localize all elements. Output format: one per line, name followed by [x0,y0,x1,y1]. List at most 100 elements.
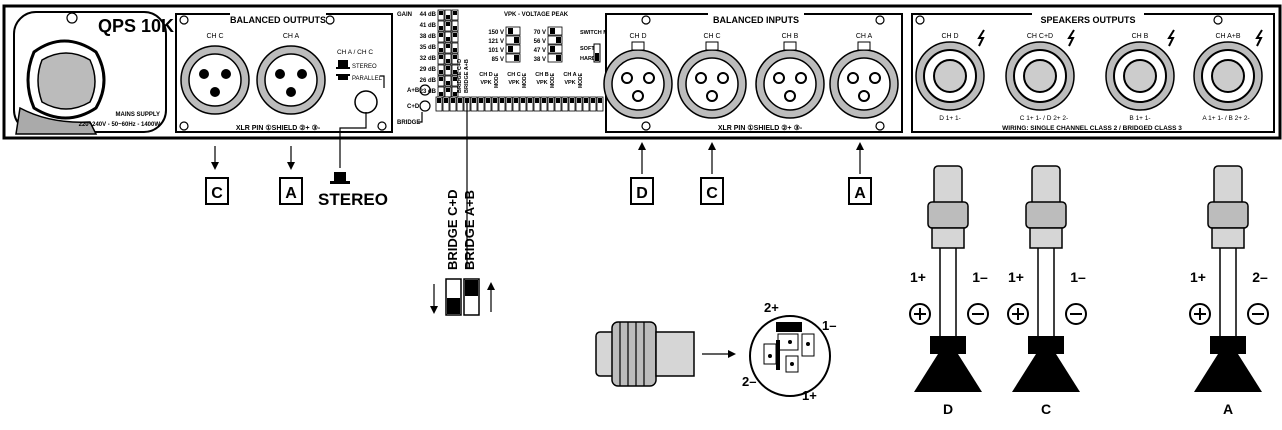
gain-dip-knob [453,33,457,37]
speaker-label: D [943,401,953,417]
dip-row-cell [526,96,534,112]
xlr-pin [643,72,655,84]
vpk-switch-2[interactable] [547,26,563,63]
spk-ch-cd-label: CH C+D [1027,33,1053,40]
callout-in-c: C [706,185,718,202]
vpk-c2-3: 47 V [534,48,546,54]
callout-in-d-box [630,177,654,205]
dip-row-knob [542,98,546,103]
pin-1plus: 1+ [802,388,817,403]
gain-dip-knob [446,66,450,70]
gain-dip-knob [453,26,457,30]
speaker-neg-label: 1– [972,269,988,285]
xlr-output-a[interactable] [256,45,326,115]
xlr-pin [858,90,870,102]
dip-row-knob [500,98,504,103]
gain-dip-knob [439,55,443,59]
dip-row-cell [442,96,450,112]
speaker-magnet [930,336,966,354]
dip-row-knob [444,98,448,103]
vpk-section: VPK - VOLTAGE PEAK 150 V 121 V 101 V 85 … [435,12,620,112]
dip-row-knob [563,98,567,103]
speaker-pos-label: 1+ [910,269,926,285]
mains-section: QPS 10K MAINS SUPPLY 220~240V - 50~60Hz … [13,11,174,135]
dip-row-cell [575,96,583,112]
vpk-dip-cell [547,35,563,45]
dip-row-knob [528,98,532,103]
callout-in-c-box [700,177,724,205]
dip-row-knob [479,98,483,103]
in-ch-d-label: CH D [629,33,646,40]
lightning-icon [1067,29,1075,47]
speakon-core [933,59,967,93]
speakon-outputs[interactable] [915,29,1263,111]
callout-out-c: C [211,185,223,202]
vpk-dip-knob [556,55,561,61]
dip-row-knob [549,98,553,103]
dip-row-knob [570,98,574,103]
dip-row-knob [598,98,602,103]
vpk-c2-2: 56 V [534,39,546,45]
speaker-cone-icon [1012,354,1080,392]
speakon-core [1211,59,1245,93]
dip-row-cell [498,96,506,112]
dip-row-knob [591,98,595,103]
stereo-switch-icon [334,172,346,181]
mains-spec: 220~240V - 50~60Hz - 1400W [79,122,161,128]
xlr-input-face [685,57,739,111]
xlr-pin [621,72,633,84]
callout-in-d: D [636,185,648,202]
gain-dip-knob [439,48,443,52]
gain-dip-knob [446,37,450,41]
vpk-dip-row[interactable] [435,96,604,112]
dip-row-cell [519,96,527,112]
speaker-pos-label: 1+ [1008,269,1024,285]
speaker-cable [939,248,957,336]
xlr-pin [695,72,707,84]
xlr-output-c[interactable] [180,45,250,115]
lightning-icon [977,29,985,47]
speaker-neg-label: 1– [1070,269,1086,285]
vpk-channel-vpk: VPK [508,80,519,86]
dip-row-knob [577,98,581,103]
vpk-channel-vpk: VPK [564,80,575,86]
speakon-core [1023,59,1057,93]
vpk-c1-3: 101 V [488,48,504,54]
dip-row-cell [456,96,464,112]
vpk-channel-mode: MODE [550,72,556,88]
xlr-pin [795,72,807,84]
callout-out-a: A [285,185,297,202]
xlr-inputs[interactable] [603,41,899,119]
spk-pin-b: B 1+ 1- [1129,115,1150,122]
xlr-latch [631,41,645,51]
dip-row-cell [477,96,485,112]
speaker-cable [1037,248,1055,336]
vpk-c1-4: 85 V [492,57,504,63]
led-cd-label: C+D [407,104,420,110]
stereo-parallel-button[interactable] [354,90,378,114]
gain-level-1: 44 dB [420,12,437,18]
bridge-leds: A+B C+D BRIDGE [397,84,431,126]
vpk-dip-knob [550,28,555,34]
vpk-channel-mode: MODE [578,72,584,88]
dip-row-knob [451,98,455,103]
callout-bridge-ab: BRIDGE A+B [462,190,477,270]
speaker-cable [1219,248,1237,336]
xlr-latch [705,41,719,51]
speaker-magnet [1028,336,1064,354]
xlr-input-face [763,57,817,111]
balanced-outputs-title: BALANCED OUTPUTS [230,15,326,25]
out-ch-c-label: CH C [206,33,223,40]
dip-row-cell [554,96,562,112]
gain-dip-knob [446,81,450,85]
gain-dip-knob [446,44,450,48]
gain-title: GAIN [397,12,412,18]
gain-dip-grid[interactable] [437,9,459,98]
pin-2minus: 2– [742,374,756,389]
vpk-dip-cell [505,53,521,63]
dip-row-cell [512,96,520,112]
vpk-dip-knob [556,37,561,43]
xlr-latch [857,41,871,51]
vpk-switch-1[interactable] [505,26,521,63]
